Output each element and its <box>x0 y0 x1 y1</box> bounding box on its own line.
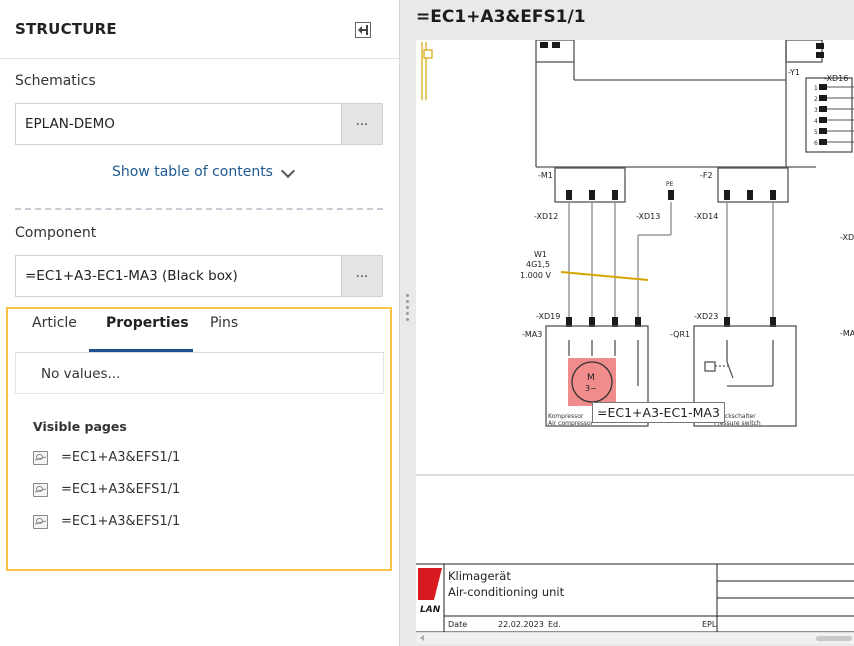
xd-right-label: -XD <box>840 233 854 242</box>
y1-label: -Y1 <box>788 68 800 77</box>
visible-pages-title: Visible pages <box>33 419 127 434</box>
date-label: Date <box>448 620 468 629</box>
properties-list: No values... <box>15 353 384 394</box>
date-value: 22.02.2023 <box>498 620 544 629</box>
component-value: =EC1+A3-EC1-MA3 (Black box) <box>25 268 238 284</box>
component-field[interactable]: =EC1+A3-EC1-MA3 (Black box) ... <box>15 255 383 297</box>
visible-page-label[interactable]: =EC1+A3&EFS1/1 <box>61 482 181 497</box>
title-block-name-de: Klimagerät <box>448 569 511 583</box>
schematics-value: EPLAN-DEMO <box>25 116 115 132</box>
visible-page-label[interactable]: =EC1+A3&EFS1/1 <box>61 450 181 465</box>
no-values-text: No values... <box>41 366 121 382</box>
divider <box>0 58 399 59</box>
svg-text:5: 5 <box>814 129 818 136</box>
xd23-label: -XD23 <box>694 312 718 321</box>
scroll-left-icon[interactable] <box>420 635 424 641</box>
schematics-label: Schematics <box>15 73 96 89</box>
xd16-label: -XD16 <box>824 74 848 83</box>
tab-pins[interactable]: Pins <box>210 315 239 331</box>
schematic-page-icon <box>33 515 48 529</box>
svg-text:4: 4 <box>814 118 818 125</box>
details-tab-panel: Article Properties Pins No values... Vis… <box>6 307 392 571</box>
document-viewer: =EC1+A3&EFS1/1 <box>412 0 854 646</box>
component-browse-button[interactable]: ... <box>341 256 382 296</box>
xd19-label: -XD19 <box>536 312 560 321</box>
schematic-page-icon <box>33 483 48 497</box>
xd12-label: -XD12 <box>534 212 558 221</box>
ma3-label: -MA3 <box>522 330 542 339</box>
qr1-label: -QR1 <box>670 330 690 339</box>
svg-text:6: 6 <box>814 140 818 147</box>
structure-panel: STRUCTURE Schematics EPLAN-DEMO ... Show… <box>0 0 400 646</box>
epl-label: EPL <box>702 620 717 629</box>
schematic-canvas[interactable]: 1 2 3 4 5 6 <box>416 40 854 644</box>
w1-label: W1 <box>534 250 547 259</box>
w1-volt-label: 1.000 V <box>520 271 551 280</box>
ma-right-label: -MA <box>840 329 854 338</box>
tab-article[interactable]: Article <box>32 315 77 331</box>
collapse-panel-icon[interactable] <box>355 22 371 38</box>
svg-text:3: 3 <box>814 107 818 114</box>
panel-title: STRUCTURE <box>15 20 117 38</box>
dashed-divider <box>15 208 383 210</box>
active-tab-indicator <box>89 349 193 352</box>
tab-properties[interactable]: Properties <box>106 315 189 331</box>
panel-splitter-handle[interactable] <box>406 294 410 324</box>
svg-text:1: 1 <box>814 85 818 92</box>
schematics-field[interactable]: EPLAN-DEMO ... <box>15 103 383 145</box>
schematic-page-icon <box>33 451 48 465</box>
pe-label: PE <box>666 181 674 188</box>
pressure-switch-de-label: Druckschalter <box>714 413 756 420</box>
tabs-divider <box>15 352 384 353</box>
schematic-drawing[interactable]: 1 2 3 4 5 6 <box>416 40 854 644</box>
xd14-label: -XD14 <box>694 212 718 221</box>
logo-text: LAN <box>420 605 441 615</box>
horizontal-scrollbar[interactable] <box>416 632 854 644</box>
motor-phase-label: 3~ <box>585 384 597 393</box>
chevron-down-icon[interactable] <box>280 163 296 179</box>
title-block-name-en: Air-conditioning unit <box>448 585 565 599</box>
m1-label: -M1 <box>538 171 553 180</box>
document-title: =EC1+A3&EFS1/1 <box>416 7 586 27</box>
xd13-label: -XD13 <box>636 212 660 221</box>
component-label: Component <box>15 225 97 241</box>
f2-label: -F2 <box>700 171 713 180</box>
compressor-en-label: Air compressor <box>548 420 594 427</box>
svg-text:2: 2 <box>814 96 818 103</box>
scrollbar-thumb[interactable] <box>816 636 852 641</box>
compressor-de-label: Kompressor <box>548 413 584 420</box>
motor-label: M <box>587 373 595 383</box>
component-tooltip: =EC1+A3-EC1-MA3 <box>592 402 725 423</box>
w1-type-label: 4G1,5 <box>526 260 550 269</box>
edition-label: Ed. <box>548 620 561 629</box>
schematics-browse-button[interactable]: ... <box>341 104 382 144</box>
visible-page-label[interactable]: =EC1+A3&EFS1/1 <box>61 514 181 529</box>
pressure-switch-en-label: Pressure switch <box>714 420 761 427</box>
show-toc-link[interactable]: Show table of contents <box>112 164 273 180</box>
